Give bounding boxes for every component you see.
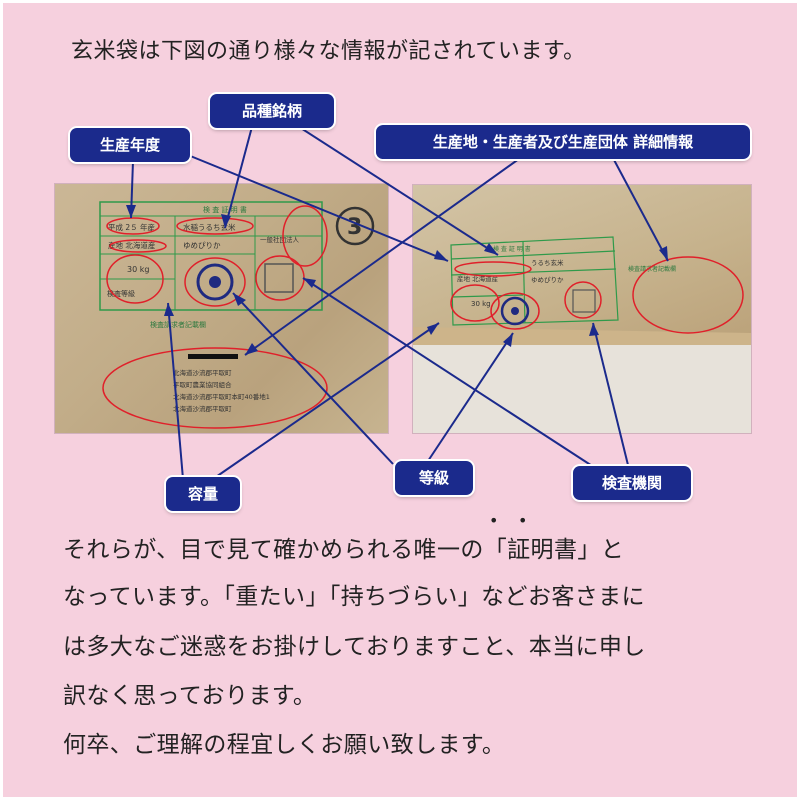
marker-weight-right [450,284,500,322]
record-row-2: 平取町農業協同組合 [173,380,232,389]
marker-origin [109,239,167,253]
redacted-bar [188,354,238,359]
intro-text: 玄米袋は下図の通り様々な情報が記されています。 [71,39,586,64]
body-line-3: は多大なご迷惑をお掛けしておりますこと、本当に申し [63,634,646,660]
record-header: 検査請求者記載欄 [150,320,206,329]
callout-variety: 品種銘柄 [210,94,334,128]
label-group: 一般社団法人 [260,235,300,244]
label-weight-right: 30 kg [471,300,491,308]
rice-bag-photo-right: 検 査 証 明 書 うるち玄米 産地 北海道産 ゆめぴりか 30 kg 検査請求… [413,185,751,433]
callout-origin: 生産地・生産者及び生産団体 詳細情報 [376,125,750,159]
marker-producer-right [632,256,744,334]
label-weight: 30 kg [127,265,149,274]
callout-grade: 等級 [395,461,473,495]
label-brand: ゆめぴりか [183,241,221,250]
body-line-2: なっています。「重たい」「持ちづらい」などお客さまに [63,584,645,610]
label-header-right: 検 査 証 明 書 [493,245,531,253]
callout-year: 生産年度 [70,128,190,162]
label-year: 平成 2５ 年産 [108,222,155,232]
marker-grade [184,257,246,307]
rice-bag-label-left: 検 査 証 明 書 平成 2５ 年産 水稲うるち玄米 産地 北海道産 ゆめぴりか… [99,201,375,429]
record-row-4: 北海道沙流郡平取町 [173,404,232,413]
label-grade: 検査等級 [107,289,135,298]
body-line-4: 訳なく思っております。 [63,683,317,709]
label-origin: 産地 北海道産 [108,240,155,250]
callout-capacity: 容量 [166,477,240,511]
marker-inspector-right [564,281,602,319]
emphasis-dot-2: • [518,511,528,530]
label-variety-right: うるち玄米 [531,258,564,267]
marker-variety-right [454,261,532,277]
record-header-right: 検査請求者記載欄 [628,265,676,273]
marker-year [106,217,160,235]
label-origin-right: 産地 北海道産 [457,274,499,283]
connector-lines [126,122,669,480]
body-line-1: それらが、目で見て確かめられる唯一の「証明書」と [63,537,625,563]
label-variety: 水稲うるち玄米 [183,222,236,232]
marker-group [282,205,328,267]
label-header: 検 査 証 明 書 [203,205,247,214]
marker-weight [106,254,164,304]
marker-variety [176,217,254,235]
marker-producer [102,347,328,429]
record-row-3: 北海道沙流郡平取町本町40番地1 [173,392,270,401]
callout-inspector: 検査機関 [573,466,691,500]
record-row-1: 北海道沙流郡平取町 [173,368,232,377]
rice-bag-label-right: 検 査 証 明 書 うるち玄米 産地 北海道産 ゆめぴりか 30 kg 検査請求… [413,236,751,433]
rice-bag-photo-left: 検 査 証 明 書 平成 2５ 年産 水稲うるち玄米 産地 北海道産 ゆめぴりか… [55,184,388,433]
marker-grade-right [490,292,540,330]
label-brand-right: ゆめぴりか [531,276,564,284]
body-line-5: 何卒、ご理解の程宜しくお願い致します。 [63,732,506,758]
badge-circle [335,206,375,246]
emphasis-dot-1: • [489,511,499,530]
